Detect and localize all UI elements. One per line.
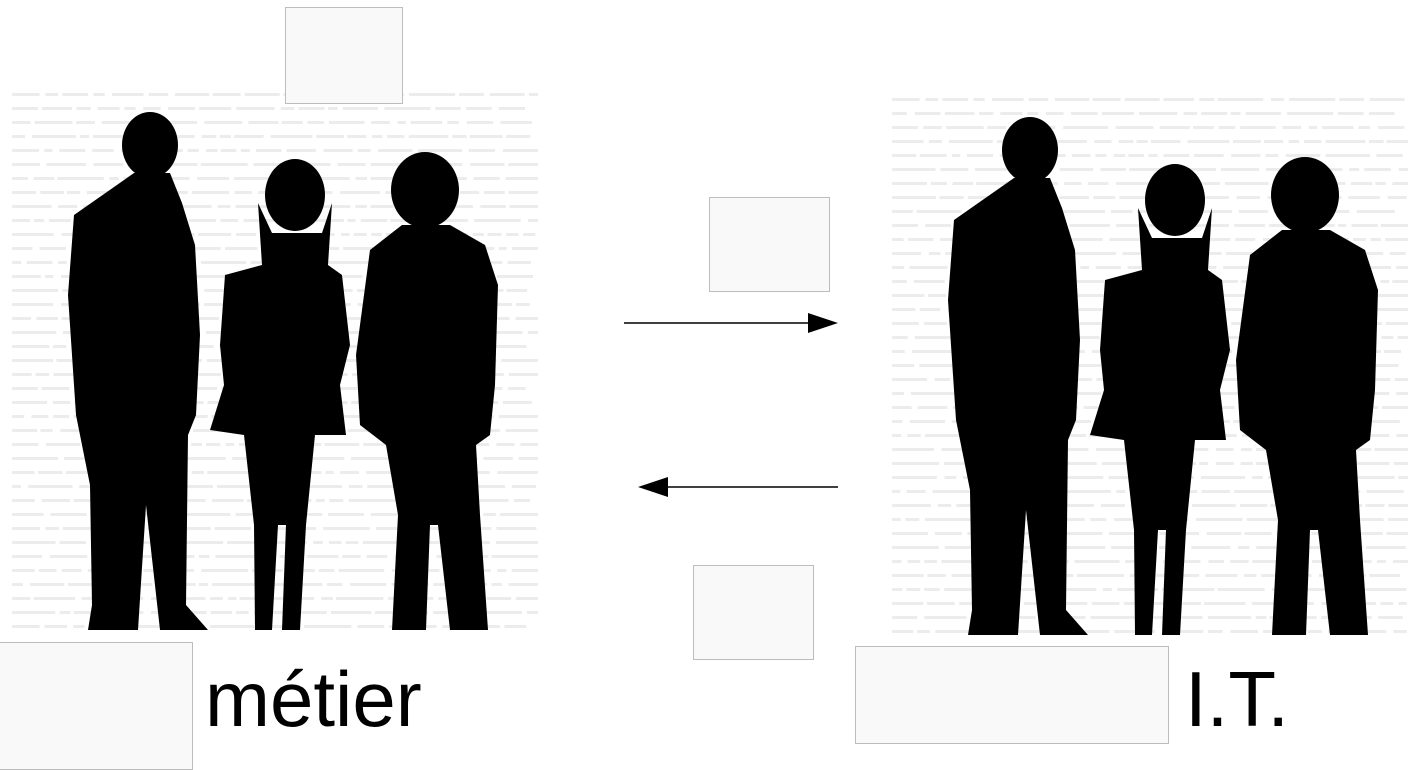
middle-top-drop-box[interactable] xyxy=(709,197,830,292)
left-label-drop-box[interactable] xyxy=(0,642,193,770)
right-label-drop-box[interactable] xyxy=(855,646,1169,744)
middle-bottom-drop-box[interactable] xyxy=(693,565,814,660)
right-group-image xyxy=(890,90,1408,640)
top-drop-box[interactable] xyxy=(285,7,403,104)
people-silhouette-icon xyxy=(12,93,538,630)
left-group-image xyxy=(10,85,540,635)
right-group-label: I.T. xyxy=(1185,655,1290,743)
right-arrow-icon xyxy=(624,313,838,333)
left-group-label: métier xyxy=(205,655,422,743)
people-silhouette-icon xyxy=(892,98,1408,635)
left-arrow-icon xyxy=(638,477,838,497)
